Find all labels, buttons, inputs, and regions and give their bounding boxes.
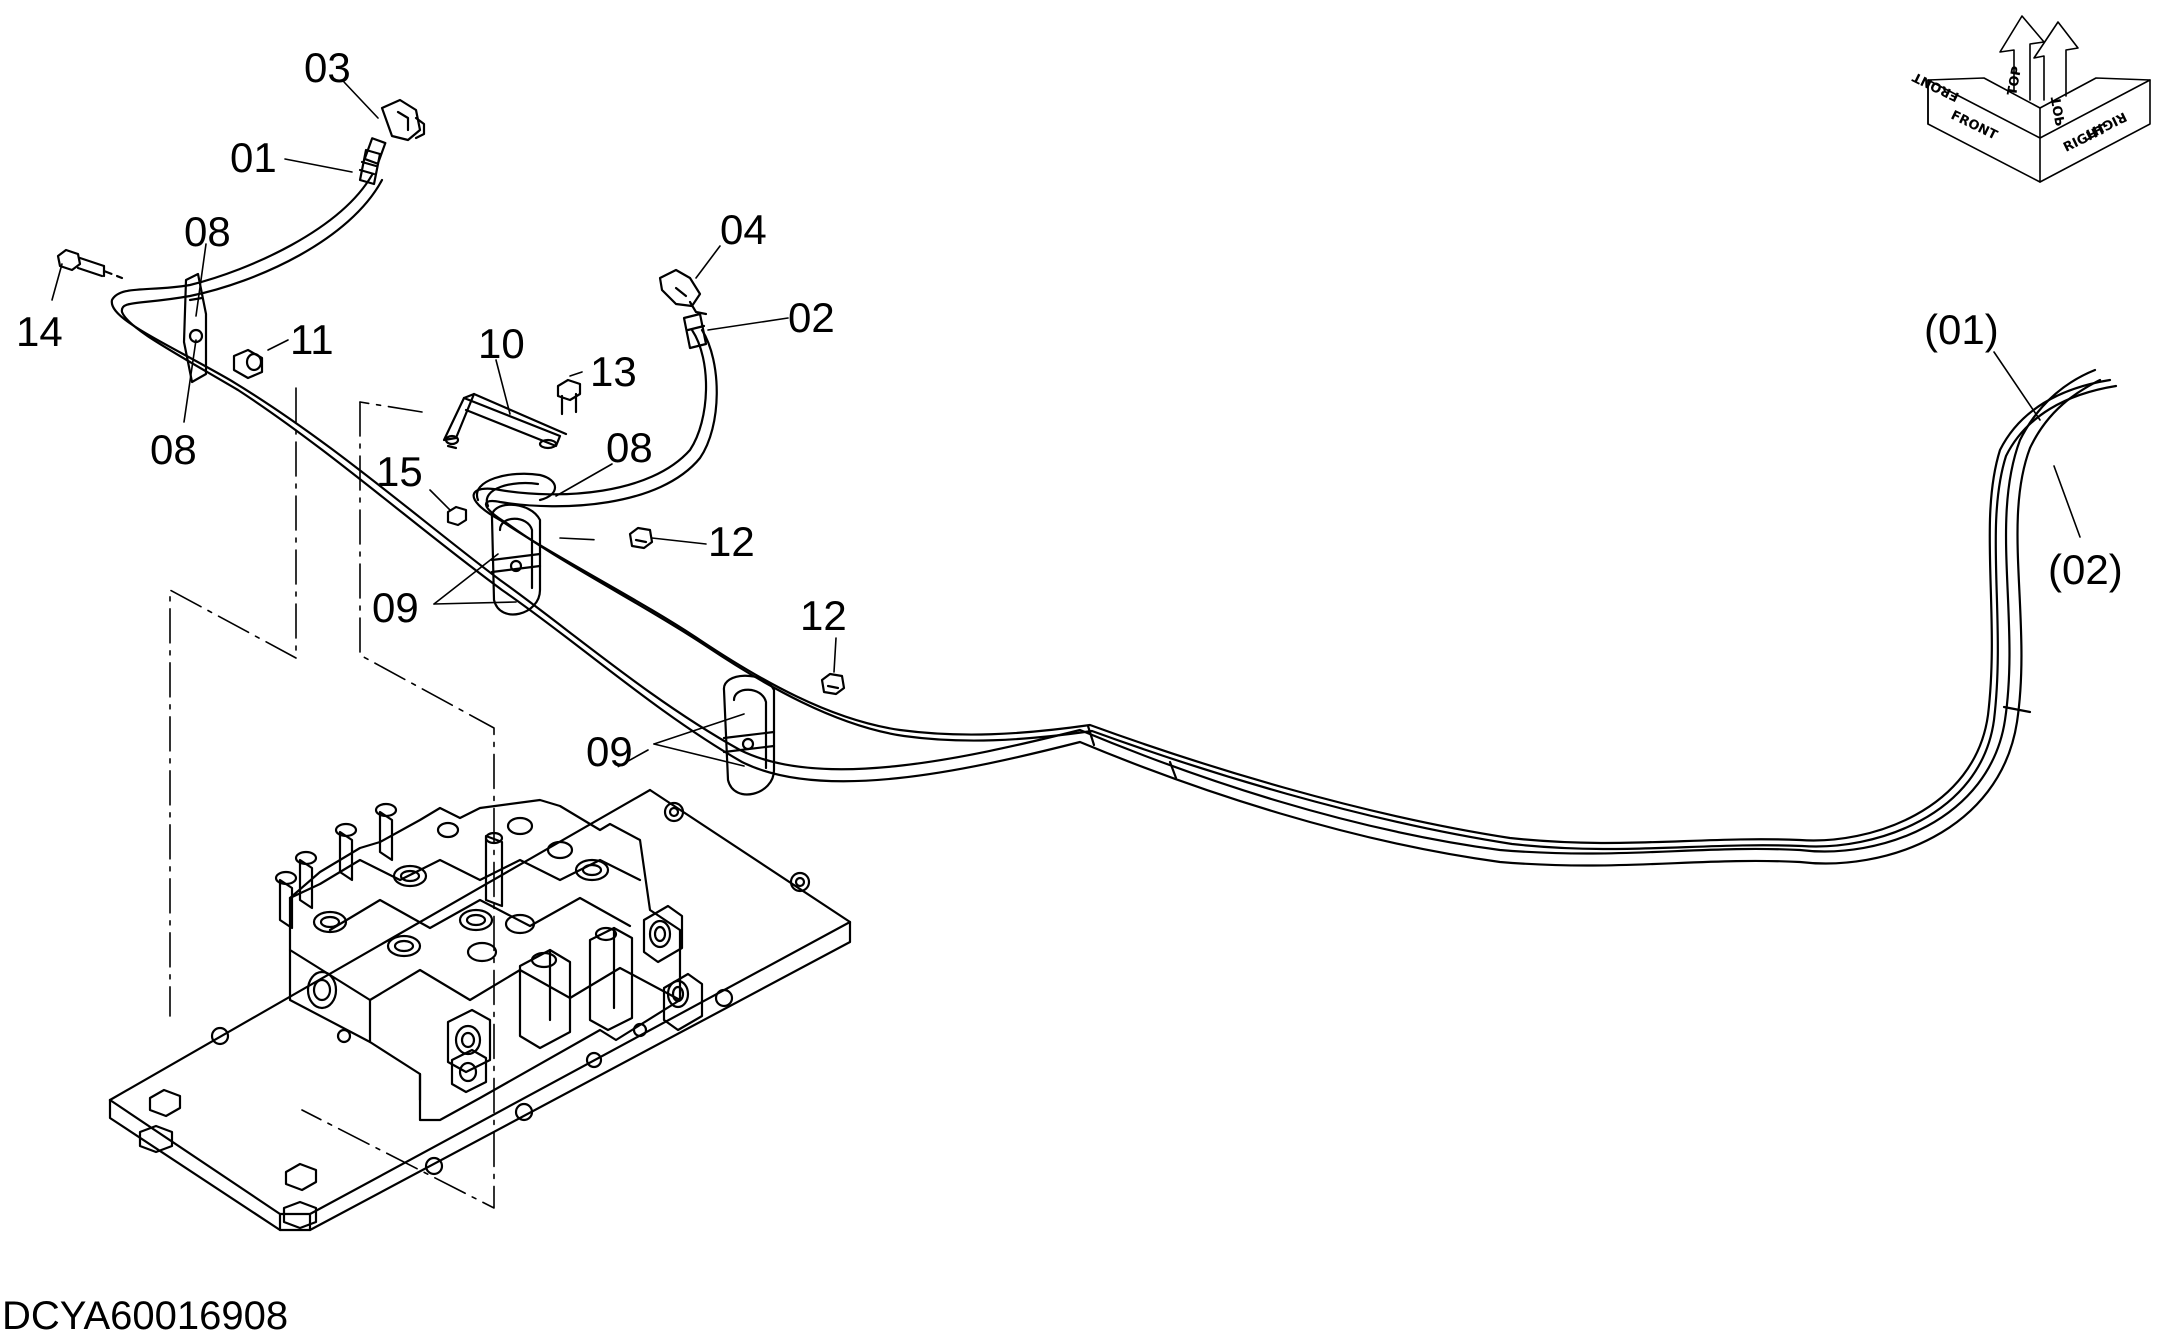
collar-11 [232, 348, 264, 380]
part-label-04: 04 [720, 206, 767, 253]
part-label-08-center: 08 [606, 424, 653, 471]
assembly-lines [169, 387, 649, 1209]
part-label-11: 11 [290, 316, 334, 363]
part-label-10: 10 [478, 320, 525, 367]
leader-lines [51, 81, 2081, 767]
part-label-13: 13 [590, 348, 637, 395]
bolt-14 [56, 248, 124, 280]
part-label-02-ref: (02) [2048, 546, 2123, 593]
part-label-15: 15 [376, 448, 423, 495]
hose-end-01 [358, 148, 382, 186]
clamp-08-center [475, 472, 557, 508]
nut-15 [446, 505, 468, 527]
part-label-12-upper: 12 [708, 518, 755, 565]
mounting-plate [108, 788, 852, 1232]
part-label-14: 14 [16, 308, 63, 355]
part-label-01-ref: (01) [1924, 306, 1999, 353]
hose-joints [1086, 705, 2032, 780]
control-valve [274, 798, 704, 1122]
hose-01 [110, 173, 2102, 867]
clamp-09-lower [722, 674, 776, 796]
part-label-08-top: 08 [184, 208, 231, 255]
bolt-13 [556, 378, 582, 416]
part-label-01: 01 [230, 134, 277, 181]
orientation-label-front-2: FRONT [1910, 69, 1961, 104]
orientation-indicator [1927, 15, 2151, 183]
bolt-12-upper [628, 526, 654, 550]
drawing-code: DCYA60016908 [2, 1294, 289, 1338]
elbow-fitting-04 [658, 268, 708, 316]
part-label-02: 02 [788, 294, 835, 341]
clamp-09-upper [490, 503, 542, 616]
part-label-09-lower: 09 [586, 728, 633, 775]
elbow-fitting-03 [363, 98, 426, 165]
hose-end-02 [682, 312, 708, 350]
part-label-03: 03 [304, 44, 351, 91]
bolt-12-lower [820, 672, 846, 696]
orientation-label-top-1: TOP [2005, 65, 2025, 97]
part-label-12-lower: 12 [800, 592, 847, 639]
hose-02 [472, 328, 2118, 851]
bracket-10 [442, 392, 568, 450]
orientation-label-top-2: TOP [2049, 95, 2069, 127]
part-label-09-upper: 09 [372, 584, 419, 631]
part-labels: 03 01 08 08 14 11 04 02 10 13 15 08 12 0… [16, 44, 2123, 775]
part-label-08-bottom: 08 [150, 426, 197, 473]
